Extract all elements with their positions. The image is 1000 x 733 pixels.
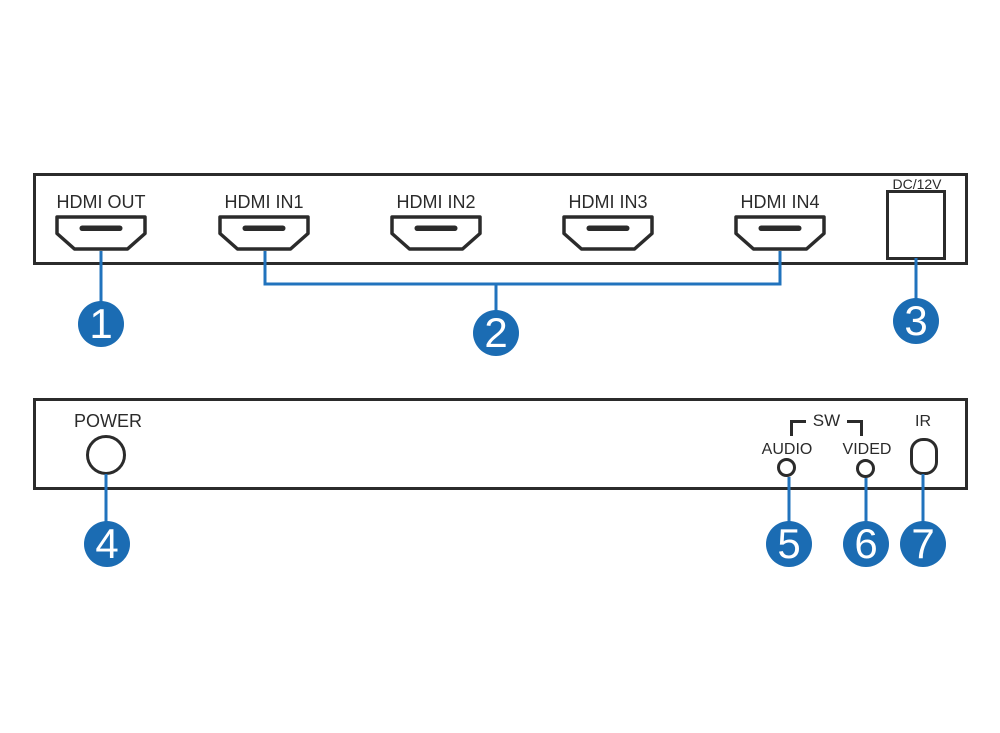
callout-3: 3	[893, 298, 939, 344]
callout-6: 6	[843, 521, 889, 567]
hdmi-in2-port: HDMI IN2	[376, 191, 496, 251]
hdmi-in4-label: HDMI IN4	[740, 192, 820, 212]
hdmi-in1-port: HDMI IN1	[204, 191, 324, 251]
callout-5: 5	[766, 521, 812, 567]
callout-7: 7	[900, 521, 946, 567]
callout-2: 2	[473, 310, 519, 356]
hdmi-connector-icon	[218, 215, 310, 251]
power-button	[86, 435, 126, 475]
video-led	[856, 459, 875, 478]
sw-label: SW	[806, 412, 847, 429]
hdmi-connector-icon	[734, 215, 826, 251]
hdmi-connector-icon	[55, 215, 147, 251]
hdmi-in3-port: HDMI IN3	[548, 191, 668, 251]
hdmi-connector-icon	[562, 215, 654, 251]
dc-power-jack	[886, 190, 946, 260]
callout-2-bracket	[263, 251, 782, 286]
front-panel: POWER SW AUDIO VIDED IR	[33, 398, 968, 490]
callout-4: 4	[84, 521, 130, 567]
audio-label: AUDIO	[761, 441, 813, 458]
hdmi-in4-port: HDMI IN4	[720, 191, 840, 251]
ir-receiver-window	[910, 438, 938, 475]
ir-label: IR	[915, 413, 931, 430]
hdmi-out-port: HDMI OUT	[41, 191, 161, 251]
hdmi-in3-label: HDMI IN3	[568, 192, 648, 212]
power-label: POWER	[73, 411, 142, 431]
hdmi-out-label: HDMI OUT	[56, 192, 146, 212]
video-label: VIDED	[842, 441, 892, 458]
callout-1: 1	[78, 301, 124, 347]
hdmi-in1-label: HDMI IN1	[224, 192, 304, 212]
dc-12v-label: DC/12V	[892, 176, 942, 192]
hdmi-connector-icon	[390, 215, 482, 251]
hdmi-in2-label: HDMI IN2	[396, 192, 476, 212]
rear-panel: HDMI OUT HDMI IN1 HDMI IN2 HDMI IN3	[33, 173, 968, 265]
audio-led	[777, 458, 796, 477]
